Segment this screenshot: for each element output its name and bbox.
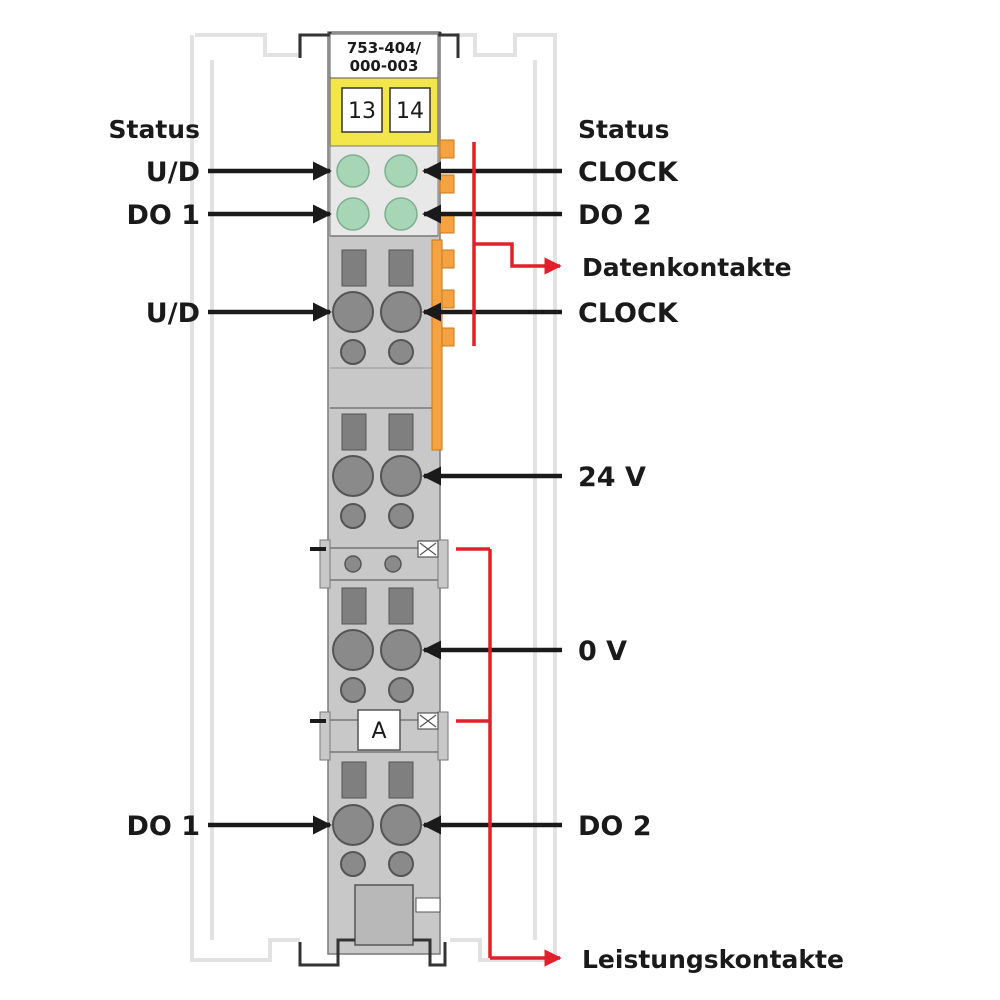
marker-tag-14-text: 14 xyxy=(396,99,424,124)
right-arrows xyxy=(422,161,562,835)
label-term-0v: 0 V xyxy=(578,636,627,667)
data-contacts xyxy=(431,139,455,451)
terminal-section-3 xyxy=(332,587,422,703)
terminal-section-2 xyxy=(332,413,422,573)
power-jumper-slot-top xyxy=(417,540,439,558)
part-number-line1: 753-404/ xyxy=(347,39,422,57)
left-arrows xyxy=(208,161,332,835)
label-led-do2: DO 2 xyxy=(578,200,652,231)
marker-tag-14: 14 xyxy=(389,87,431,133)
label-led-ud: U/D xyxy=(146,157,200,188)
part-number-line2: 000-003 xyxy=(350,57,419,75)
terminal-ud xyxy=(332,291,374,333)
label-led-clock: CLOCK xyxy=(578,157,679,188)
terminal-24v xyxy=(380,455,422,497)
power-jumper-slot-bottom xyxy=(417,712,439,730)
terminal-0v xyxy=(380,629,422,671)
slot-letter-text: A xyxy=(371,719,386,744)
power-contacts-bracket xyxy=(456,547,562,967)
status-leds xyxy=(336,154,418,231)
terminal-section-4 xyxy=(332,761,422,877)
label-term-do1: DO 1 xyxy=(126,811,200,842)
led-do1 xyxy=(336,197,370,231)
led-ud xyxy=(336,154,370,188)
led-do2 xyxy=(384,197,418,231)
label-led-do1: DO 1 xyxy=(126,200,200,231)
label-term-do2: DO 2 xyxy=(578,811,652,842)
right-status-heading: Status xyxy=(578,115,669,144)
slot-letter-label: A xyxy=(357,709,401,751)
label-term-24v: 24 V xyxy=(578,462,646,493)
label-power-contacts: Leistungskontakte xyxy=(582,945,844,974)
marker-tag-13: 13 xyxy=(341,87,383,133)
led-clock xyxy=(384,154,418,188)
data-contacts-bracket xyxy=(472,142,562,346)
terminal-section-1 xyxy=(332,249,422,365)
marker-tag-13-text: 13 xyxy=(348,99,376,124)
terminal-do2 xyxy=(380,804,422,846)
left-status-heading: Status xyxy=(109,115,200,144)
label-term-clock: CLOCK xyxy=(578,298,679,329)
label-term-ud: U/D xyxy=(146,298,200,329)
label-data-contacts: Datenkontakte xyxy=(582,253,792,282)
terminal-do1 xyxy=(332,804,374,846)
terminal-clock xyxy=(380,291,422,333)
